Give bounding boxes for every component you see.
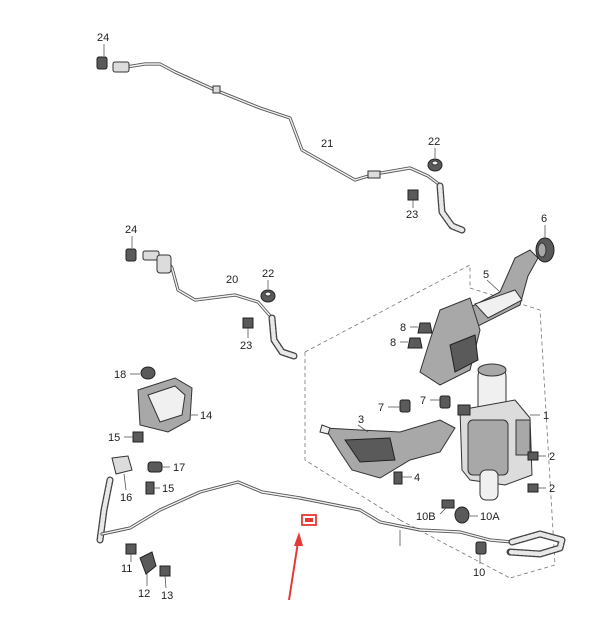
label-13: 13	[161, 590, 173, 602]
label-7-left: 7	[378, 402, 384, 414]
bolt-icon	[393, 471, 412, 485]
bolt-icon	[439, 499, 455, 515]
union-nut-icon	[125, 236, 137, 262]
highlight-box-icon	[301, 514, 317, 526]
label-22-mid: 22	[262, 268, 274, 280]
label-23-top: 23	[406, 209, 418, 221]
label-24-top: 24	[97, 32, 109, 44]
bracket-clip-icon	[139, 551, 157, 586]
clip-icon	[427, 148, 443, 172]
union-nut-icon	[96, 44, 108, 70]
label-11: 11	[121, 563, 132, 575]
pedal-bracket	[319, 419, 456, 479]
cap-icon	[130, 366, 156, 380]
label-7-right: 7	[420, 395, 426, 407]
label-3: 3	[358, 414, 364, 426]
bolt-icon	[527, 451, 546, 461]
label-10: 10	[473, 567, 485, 579]
red-arrow-icon	[288, 532, 303, 601]
bolt-icon	[145, 481, 160, 495]
label-22-top: 22	[428, 136, 440, 148]
clip-icon	[260, 280, 276, 303]
heat-shield	[137, 377, 193, 433]
clip-icon	[475, 541, 487, 564]
label-24-mid: 24	[125, 224, 137, 236]
clip-bolt-icon	[242, 317, 254, 338]
label-12: 12	[138, 588, 150, 600]
label-23-mid: 23	[240, 340, 252, 352]
stud-bolt-icon	[388, 399, 411, 413]
label-14: 14	[200, 410, 212, 422]
connector-icon	[111, 455, 133, 491]
bolt-icon	[527, 483, 546, 493]
stud-bolt-icon	[430, 395, 451, 409]
label-2-upper: 2	[549, 451, 555, 463]
mounting-bracket	[419, 249, 539, 386]
label-4: 4	[414, 472, 420, 484]
grommet-icon	[535, 237, 555, 263]
plug-icon	[147, 461, 170, 473]
bolt-icon	[125, 543, 137, 562]
clip-icon	[454, 506, 478, 524]
label-20: 20	[226, 274, 238, 286]
nut-icon	[410, 322, 433, 334]
clip-bolt-icon	[407, 189, 419, 208]
label-15-upper: 15	[108, 432, 120, 444]
label-1: 1	[543, 410, 549, 422]
label-16: 16	[120, 492, 132, 504]
brake-master-cylinder	[457, 363, 540, 501]
part-labels: 24 21 22 23 6 24 20 22 23 5 8 8 18 14 7 …	[97, 32, 555, 602]
brake-pipe-lower	[96, 476, 566, 558]
brake-pipe-upper	[112, 61, 466, 234]
label-2-lower: 2	[549, 483, 555, 495]
nut-icon	[400, 337, 423, 349]
label-10b: 10B	[416, 511, 436, 523]
label-8-upper: 8	[400, 322, 406, 334]
label-21: 21	[321, 138, 333, 150]
bolt-icon	[124, 431, 144, 443]
label-6: 6	[541, 213, 547, 225]
label-8-lower: 8	[390, 337, 396, 349]
label-10a: 10A	[480, 511, 500, 523]
label-18: 18	[114, 369, 126, 381]
label-17: 17	[173, 462, 185, 474]
label-15-lower: 15	[162, 483, 174, 495]
label-5: 5	[483, 269, 489, 281]
brake-pipe-middle	[142, 250, 298, 360]
bolt-icon	[159, 565, 171, 589]
